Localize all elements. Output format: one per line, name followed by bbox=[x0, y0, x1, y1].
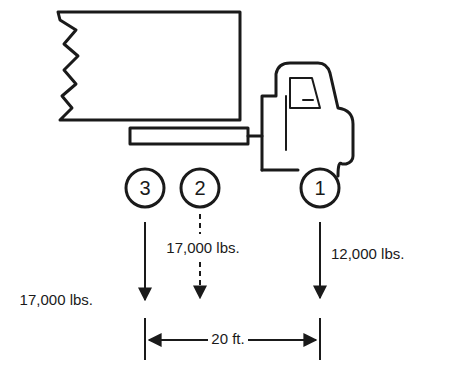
coupling bbox=[248, 135, 262, 138]
dimension-tick bbox=[319, 318, 321, 360]
axle-wheel: 1 bbox=[299, 167, 341, 209]
axle-number: 3 bbox=[139, 178, 150, 198]
cab-door bbox=[285, 96, 287, 150]
cab-bottom bbox=[262, 169, 298, 172]
axle-number: 1 bbox=[314, 178, 325, 198]
axle-number: 2 bbox=[194, 178, 205, 198]
load-label: 17,000 lbs. bbox=[17, 292, 96, 309]
window-mark bbox=[303, 99, 313, 101]
trailer-body bbox=[58, 12, 240, 120]
load-arrow-dashed bbox=[199, 262, 201, 298]
wheel-circle bbox=[301, 169, 339, 207]
axle-wheel: 3 bbox=[124, 167, 166, 209]
cab-window bbox=[290, 78, 320, 108]
load-label: 12,000 lbs. bbox=[328, 246, 407, 263]
load-arrow bbox=[144, 222, 146, 300]
load-label: 17,000 lbs. bbox=[163, 240, 242, 257]
dimension-label: 20 ft. bbox=[208, 331, 247, 348]
truck-cab bbox=[262, 63, 353, 176]
axle-wheel: 2 bbox=[179, 167, 221, 209]
chassis-rail bbox=[130, 128, 248, 144]
load-arrow bbox=[319, 222, 321, 298]
dimension-tick bbox=[144, 318, 146, 360]
wheel-circle bbox=[126, 169, 164, 207]
wheel-circle bbox=[181, 169, 219, 207]
load-arrow-dashed bbox=[199, 214, 201, 234]
